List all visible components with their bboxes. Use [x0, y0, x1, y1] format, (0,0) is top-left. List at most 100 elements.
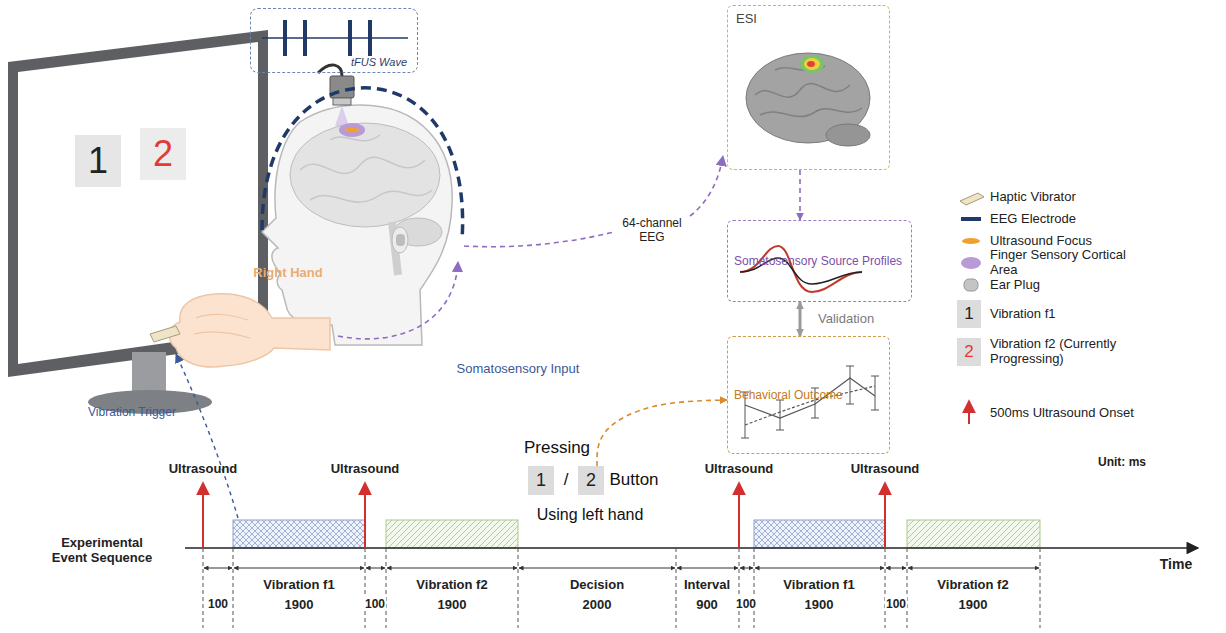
- response-text: /: [563, 470, 570, 490]
- phase-name: Vibration f1: [262, 577, 335, 592]
- esi-panel: ESI: [727, 5, 890, 170]
- dimension-arrow: [204, 568, 232, 569]
- signal-flow-arrows: [464, 232, 614, 247]
- event-timeline: [884, 484, 886, 548]
- ultrasound-label: Ultrasound: [168, 461, 239, 476]
- legend-symbols: [960, 193, 984, 205]
- right-hand-illustration: [194, 314, 250, 338]
- node-text: 2: [586, 470, 596, 491]
- unit-note: Unit: ms: [1097, 455, 1147, 469]
- head-illustration: [262, 105, 452, 345]
- ultrasound-label: Ultrasound: [704, 461, 775, 476]
- timeline-tick: [676, 548, 677, 628]
- legend-symbols: [968, 402, 970, 424]
- eeg-electrode-arc: [262, 88, 463, 240]
- right-hand-illustration: [150, 294, 330, 367]
- timeline-tick: [233, 548, 234, 628]
- legend-text: Haptic Vibrator: [990, 190, 1140, 205]
- node-text: Behavioral Outcome: [734, 388, 843, 402]
- legend-text: Vibration f1: [990, 307, 1140, 322]
- node-text: 1: [88, 140, 108, 182]
- duration-value: 100: [207, 597, 229, 611]
- ultrasound-transducer: [335, 106, 349, 126]
- event-timeline: [202, 484, 204, 548]
- source-profile-panel: Somatosensory Source Profiles: [727, 220, 912, 302]
- event-timeline: [907, 520, 1040, 548]
- head-illustration: [262, 105, 452, 345]
- ultrasound-transducer: [345, 128, 359, 133]
- duration-value: 1900: [284, 597, 315, 612]
- node-text: tFUS Wave: [351, 56, 407, 68]
- dimension-arrow: [519, 568, 675, 569]
- node-text: 2: [964, 342, 973, 362]
- esi-brain: [807, 61, 815, 67]
- event-timeline: [754, 520, 885, 548]
- timeline-tick: [203, 548, 204, 628]
- connector: [597, 400, 727, 466]
- esi-brain: [746, 53, 870, 146]
- button-box: 1: [528, 466, 554, 495]
- head-illustration: [392, 227, 408, 253]
- legend-symbols: [961, 257, 981, 269]
- event-timeline: [185, 484, 1198, 628]
- node-text: ESI: [736, 11, 757, 26]
- right-hand-illustration: [150, 326, 180, 342]
- legend-text: Finger Sensory Cortical Area: [990, 248, 1140, 278]
- edge-label: Validation: [818, 312, 874, 327]
- legend-text: EEG Electrode: [990, 212, 1140, 227]
- signal-flow-arrows: [338, 262, 458, 339]
- hand-label: Right Hand: [252, 265, 323, 280]
- event-timeline: [233, 520, 365, 548]
- duration-value: 100: [735, 597, 757, 611]
- eeg-electrode-arc: [262, 88, 463, 240]
- dimension-arrow: [234, 568, 364, 569]
- legend-symbols: [964, 279, 978, 291]
- dimension-arrow: [387, 568, 517, 569]
- dimension-arrow: [886, 568, 906, 569]
- event-timeline: [386, 520, 518, 548]
- timeline-tick: [1040, 548, 1041, 628]
- screen-number-box: 1: [75, 135, 121, 187]
- duration-value: 1900: [437, 597, 468, 612]
- signal-flow-arrows: [176, 354, 238, 518]
- tfus-wave-panel: tFUS Wave: [250, 8, 418, 73]
- signal-flow-arrows: [176, 156, 723, 518]
- ultrasound-transducer: [339, 123, 365, 137]
- dimension-arrow: [740, 568, 753, 569]
- legend-symbols: [962, 238, 980, 244]
- duration-value: 2000: [582, 597, 613, 612]
- dimension-arrow: [908, 568, 1039, 569]
- legend-sample-box: 2: [957, 338, 981, 366]
- tfus-waveform: [303, 20, 307, 56]
- duration-value: 100: [885, 597, 907, 611]
- button-box: 2: [578, 466, 604, 495]
- eeg-label: 64-channel EEG: [612, 216, 692, 244]
- head-illustration: [396, 234, 405, 246]
- connector: [799, 302, 802, 336]
- ultrasound-transducer: [333, 98, 351, 105]
- input-label: Somatosensory Input: [456, 361, 581, 376]
- behavioral-plot: [741, 366, 879, 438]
- behavioral-plot: [745, 366, 875, 438]
- event-timeline: [364, 484, 366, 548]
- timeline-tick: [885, 548, 886, 628]
- response-text: Pressing: [523, 438, 591, 458]
- ultrasound-transducer: [318, 65, 365, 137]
- esi-brain: [804, 58, 820, 70]
- source-waveforms: [740, 246, 862, 292]
- esi-brain: [826, 124, 870, 146]
- behavioral-outcome-panel: Behavioral Outcome: [727, 336, 890, 454]
- timeline-tick: [518, 548, 519, 628]
- timeline-tick: [739, 548, 740, 628]
- timeline-tick: [365, 548, 366, 628]
- axis-label: Time: [1159, 556, 1193, 572]
- legend-symbols: [961, 217, 981, 221]
- right-hand-illustration: [170, 294, 330, 367]
- dimension-arrow: [366, 568, 385, 569]
- response-text: Button: [608, 470, 659, 490]
- duration-value: 100: [364, 597, 386, 611]
- event-timeline: [185, 547, 1198, 549]
- legend-text: Vibration f2 (Currently Progressing): [990, 337, 1140, 367]
- head-illustration: [290, 123, 440, 227]
- timeline-tick: [907, 548, 908, 628]
